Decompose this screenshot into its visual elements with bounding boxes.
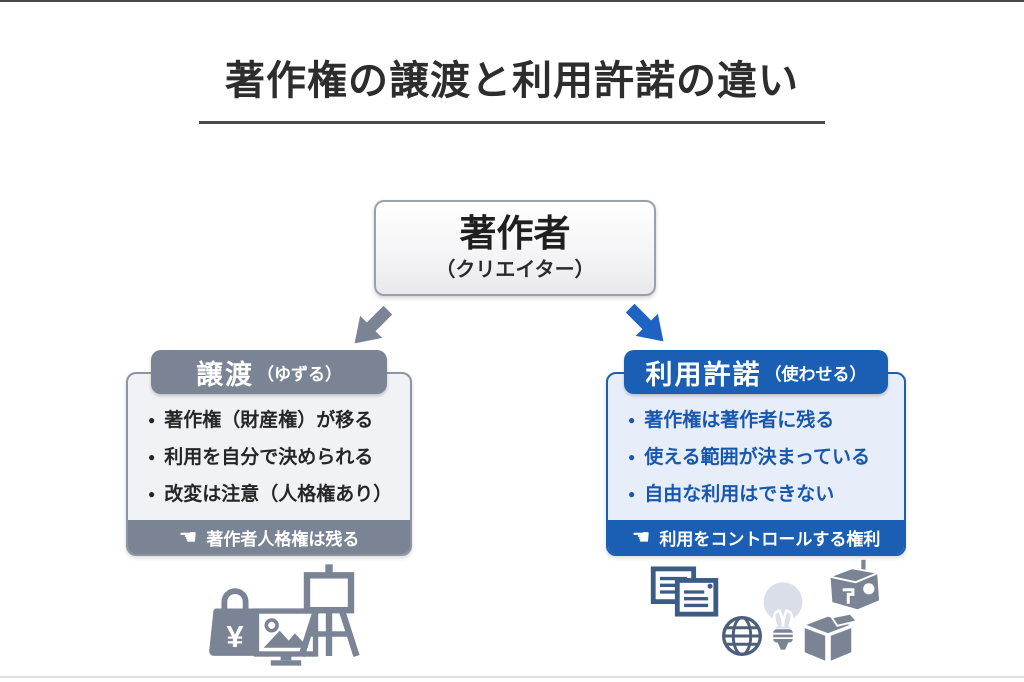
package-box-icon	[801, 612, 858, 664]
lightbulb-icon	[763, 582, 803, 650]
bottom-edge-line	[0, 676, 1024, 678]
transfer-footer-label: 著作者人格権は残る	[206, 529, 360, 549]
license-header-label: 利用許諾	[645, 359, 762, 390]
documents-icon	[650, 566, 719, 617]
easel-icon	[298, 564, 360, 657]
arrow-down-left-icon	[354, 305, 393, 344]
title-wrap: 著作権の譲渡と利用許諾の違い	[0, 48, 1024, 124]
top-edge-line	[0, 0, 1024, 2]
list-item: 著作権は著作者に残る	[628, 402, 904, 439]
author-name: 著作者	[459, 212, 571, 254]
transfer-card: 譲渡 （ゆずる） 著作権（財産権）が移る 利用を自分で決められる 改変は注意（人…	[126, 350, 412, 556]
license-bullet-list: 著作権は著作者に残る 使える範囲が決まっている 自由な利用はできない	[608, 374, 904, 513]
license-header-note: （使わせる）	[764, 364, 867, 384]
license-card: 利用許諾 （使わせる） 著作権は著作者に残る 使える範囲が決まっている 自由な利…	[606, 350, 906, 556]
arrow-down-right-icon	[625, 303, 664, 342]
transfer-card-header: 譲渡 （ゆずる）	[151, 350, 387, 394]
license-footer-label: 利用をコントロールする権利	[659, 529, 881, 549]
transfer-header-note: （ゆずる）	[257, 364, 342, 384]
author-subtitle: （クリエイター）	[435, 259, 595, 282]
list-item: 使える範囲が決まっている	[628, 439, 904, 476]
transfer-bullet-list: 著作権（財産権）が移る 利用を自分で決められる 改変は注意（人格権あり）	[128, 374, 410, 513]
list-item: 改変は注意（人格権あり）	[148, 476, 410, 513]
globe-icon	[722, 616, 762, 656]
pointing-hand-icon: ☚	[631, 525, 651, 549]
yen-symbol: ¥	[226, 619, 244, 654]
transfer-card-footer: ☚ 著作者人格権は残る	[128, 520, 410, 554]
transfer-header-label: 譲渡	[196, 359, 254, 390]
list-item: 著作権（財産権）が移る	[148, 402, 410, 439]
pointing-hand-icon: ☚	[178, 525, 198, 549]
robot-head-icon	[826, 559, 882, 612]
list-item: 利用を自分で決められる	[148, 439, 410, 476]
page-title: 著作権の譲渡と利用許諾の違い	[199, 48, 825, 124]
yen-shopping-bag-icon: ¥	[209, 588, 261, 656]
license-card-header: 利用許諾 （使わせる）	[624, 350, 888, 394]
author-box: 著作者 （クリエイター）	[374, 200, 656, 296]
license-card-footer: ☚ 利用をコントロールする権利	[608, 520, 904, 554]
list-item: 自由な利用はできない	[628, 476, 904, 513]
